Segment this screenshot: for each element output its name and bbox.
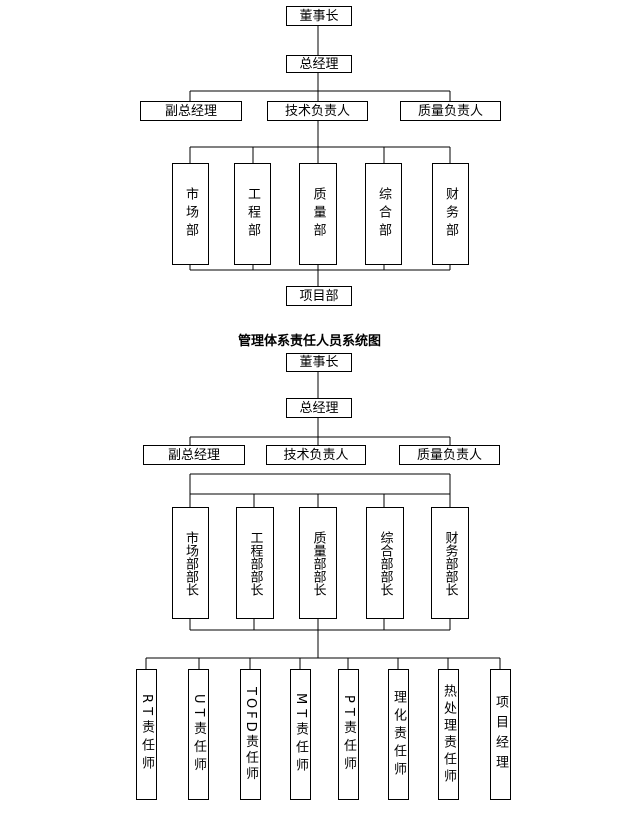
head-label: 工程部部长 [247, 530, 263, 596]
dept-box-engineering: 工程部 [234, 163, 271, 265]
head-box-quality: 质量部部长 [299, 507, 337, 619]
quality-lead-box: 质量负责人 [400, 101, 501, 121]
head-label: 质量部部长 [310, 530, 326, 596]
engineer-box-ut: UT责任师 [188, 669, 209, 800]
engineer-label: 项目经理 [493, 694, 508, 775]
head-box-market: 市场部部长 [172, 507, 209, 619]
engineer-label: UT责任师 [191, 693, 206, 776]
project-dept-box: 项目部 [286, 286, 352, 306]
chairman-box: 董事长 [286, 6, 352, 26]
dept-box-finance: 财务部 [432, 163, 469, 265]
dept-label: 财务部 [443, 187, 458, 241]
head-box-finance: 财务部部长 [431, 507, 469, 619]
head-box-general-affairs: 综合部部长 [366, 507, 404, 619]
deputy-gm-box: 副总经理 [140, 101, 242, 121]
diagram-caption: 管理体系责任人员系统图 [238, 334, 382, 349]
dept-label: 工程部 [245, 187, 260, 241]
engineer-label: PT责任师 [341, 694, 356, 775]
engineer-label: TOFD责任师 [243, 686, 258, 783]
head-label: 财务部部长 [442, 530, 458, 596]
dept-box-quality: 质量部 [299, 163, 337, 265]
engineer-label: 热处理责任师 [441, 683, 456, 786]
engineer-box-pt: PT责任师 [338, 669, 359, 800]
engineer-label: RT责任师 [139, 694, 154, 775]
general-manager-box: 总经理 [286, 398, 352, 418]
engineer-box-project-manager: 项目经理 [490, 669, 511, 800]
engineer-box-heat-treatment: 热处理责任师 [438, 669, 459, 800]
deputy-gm-box: 副总经理 [143, 445, 245, 465]
engineer-box-mt: MT责任师 [290, 669, 311, 800]
quality-lead-box: 质量负责人 [399, 445, 500, 465]
dept-label: 质量部 [310, 187, 326, 241]
head-label: 综合部部长 [377, 530, 393, 596]
technical-lead-box: 技术负责人 [267, 101, 368, 121]
engineer-label: 理化责任师 [391, 689, 406, 780]
engineer-box-rt: RT责任师 [136, 669, 157, 800]
dept-box-general-affairs: 综合部 [365, 163, 402, 265]
dept-label: 市场部 [183, 187, 198, 241]
engineer-box-physchem: 理化责任师 [388, 669, 409, 800]
dept-box-market: 市场部 [172, 163, 209, 265]
engineer-box-tofd: TOFD责任师 [240, 669, 261, 800]
chairman-box: 董事长 [286, 353, 352, 372]
head-box-engineering: 工程部部长 [236, 507, 274, 619]
technical-lead-box: 技术负责人 [266, 445, 366, 465]
general-manager-box: 总经理 [286, 55, 352, 73]
head-label: 市场部部长 [183, 530, 198, 596]
engineer-label: MT责任师 [293, 692, 308, 777]
dept-label: 综合部 [376, 187, 391, 241]
